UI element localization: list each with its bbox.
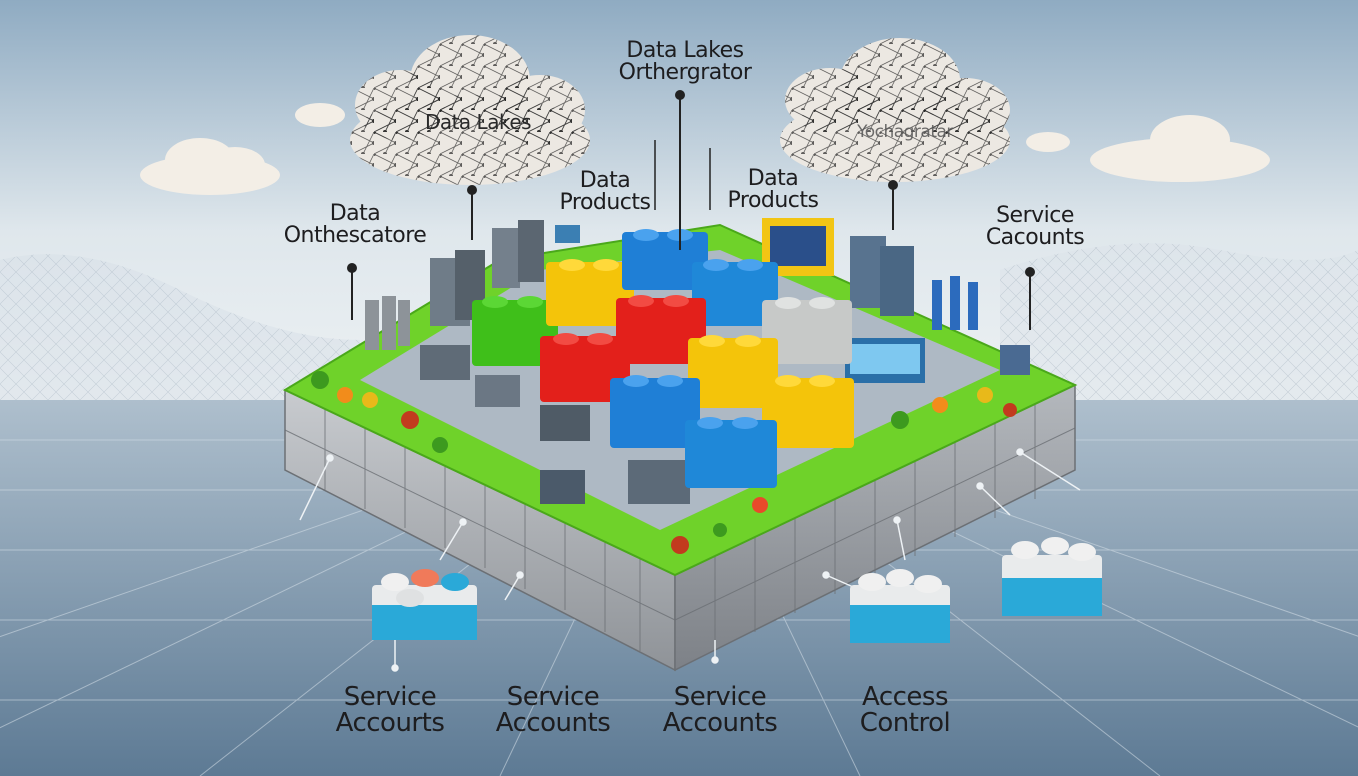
bottom-label-2: Service Accounts	[478, 684, 628, 736]
bottom-label-3-line2: Accounts	[662, 708, 778, 738]
bottom-label-2-line2: Accounts	[495, 708, 611, 738]
left-label: Data Onthescatore	[265, 203, 445, 247]
left-label-line1: Data	[329, 201, 381, 226]
right-label: Service Cacounts	[960, 205, 1110, 249]
trees-and-flowers	[311, 371, 1017, 554]
orchestrator-cloud-right	[780, 38, 1010, 182]
products-left-label: Data Products	[535, 170, 675, 214]
lego-bricks	[472, 229, 854, 488]
bottom-label-4-line2: Control	[859, 708, 951, 738]
top-center-line1: Data Lakes	[626, 38, 744, 63]
data-lakes-cloud-left	[350, 35, 590, 185]
bottom-label-1-line1: Service	[343, 682, 437, 712]
callout-pointers	[347, 90, 1035, 330]
right-mesh-hill	[1000, 243, 1358, 430]
cloud-right-label: Yochagratar	[835, 124, 975, 141]
brick-cluster-center-right	[850, 569, 950, 643]
products-left-line1: Data	[579, 168, 631, 193]
top-center-line2: Orthergrator	[618, 60, 752, 85]
top-center-label: Data Lakes Orthergrator	[590, 40, 780, 84]
cloud-left-label: Data Lakes	[408, 112, 548, 132]
products-right-line2: Products	[727, 188, 820, 213]
bottom-label-4: Access Control	[830, 684, 980, 736]
bottom-label-2-line1: Service	[506, 682, 600, 712]
bottom-label-3: Service Accounts	[645, 684, 795, 736]
products-right-label: Data Products	[698, 168, 848, 212]
bottom-label-1-line2: Accourts	[335, 708, 445, 738]
products-right-line1: Data	[747, 166, 799, 191]
cloud-right-label-text: Yochagratar	[857, 122, 953, 142]
bottom-label-4-line1: Access	[861, 682, 949, 712]
products-left-line2: Products	[559, 190, 652, 215]
brick-cluster-left	[372, 569, 477, 640]
right-label-line1: Service	[996, 203, 1074, 228]
left-label-line2: Onthescatore	[283, 223, 427, 248]
bottom-label-1: Service Accourts	[315, 684, 465, 736]
bottom-callout-pointers	[299, 448, 1081, 672]
background-clouds	[140, 103, 1270, 195]
cloud-left-label-text: Data Lakes	[424, 110, 532, 134]
right-label-line2: Cacounts	[985, 225, 1085, 250]
brick-cluster-right	[1002, 537, 1102, 616]
city-buildings	[365, 218, 1030, 504]
bottom-label-3-line1: Service	[673, 682, 767, 712]
